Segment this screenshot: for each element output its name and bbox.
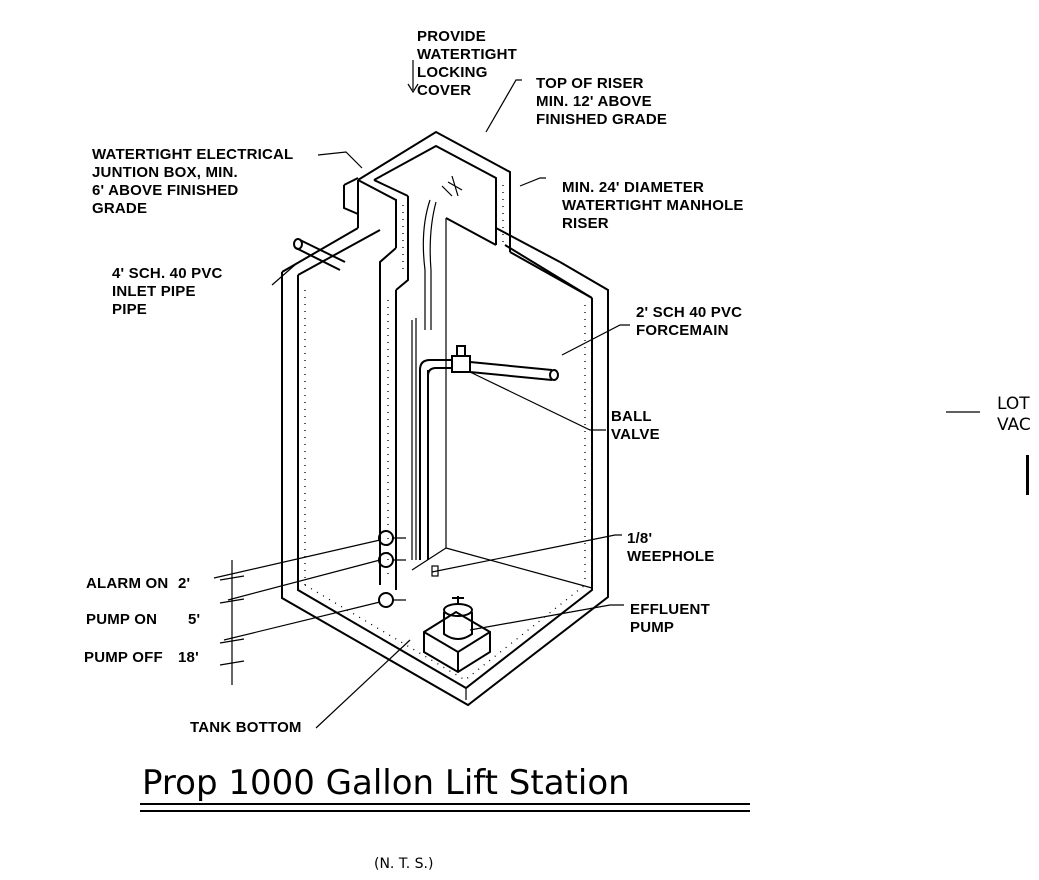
inlet-pipe — [293, 238, 346, 271]
leader-lines — [213, 60, 630, 729]
label-pump-off: PUMP OFF — [84, 649, 163, 666]
float-switches — [378, 530, 406, 608]
junction-box — [343, 177, 359, 215]
value-pump-on: 5' — [188, 611, 200, 628]
value-alarm-on: 2' — [178, 575, 190, 592]
label-manhole-riser: MIN. 24' DIAMETER WATERTIGHT MANHOLE RIS… — [562, 179, 748, 232]
label-alarm-on: ALARM ON — [86, 575, 168, 592]
effluent-pump — [423, 596, 491, 674]
label-riser-top: TOP OF RISER MIN. 12' ABOVE FINISHED GRA… — [536, 75, 667, 128]
label-tank-bottom: TANK BOTTOM — [190, 719, 302, 736]
value-pump-off: 18' — [178, 649, 199, 666]
label-ball-valve: BALL VALVE — [611, 408, 660, 443]
manhole-riser — [357, 130, 593, 590]
drawing-subtitle: (N. T. S.) — [374, 856, 433, 872]
label-cover: PROVIDE WATERTIGHT LOCKING COVER — [417, 28, 521, 99]
level-dimension — [219, 560, 245, 685]
drawing-title: Prop 1000 Gallon Lift Station — [142, 763, 630, 803]
label-junction-box: WATERTIGHT ELECTRICAL JUNTION BOX, MIN. … — [92, 146, 298, 217]
label-forcemain: 2' SCH 40 PVC FORCEMAIN — [636, 304, 747, 339]
label-pump-on: PUMP ON — [86, 611, 157, 628]
forcemain-pipe — [411, 318, 559, 560]
side-note: LOT VAC — [997, 394, 1035, 435]
side-note-box — [1026, 455, 1029, 495]
label-inlet-pipe: 4' SCH. 40 PVC INLET PIPE PIPE — [112, 265, 227, 318]
tank-outline — [281, 180, 609, 707]
label-effluent-pump: EFFLUENT PUMP — [630, 601, 714, 636]
label-weephole: 1/8' WEEPHOLE — [627, 530, 714, 565]
electrical-cable — [422, 199, 437, 330]
